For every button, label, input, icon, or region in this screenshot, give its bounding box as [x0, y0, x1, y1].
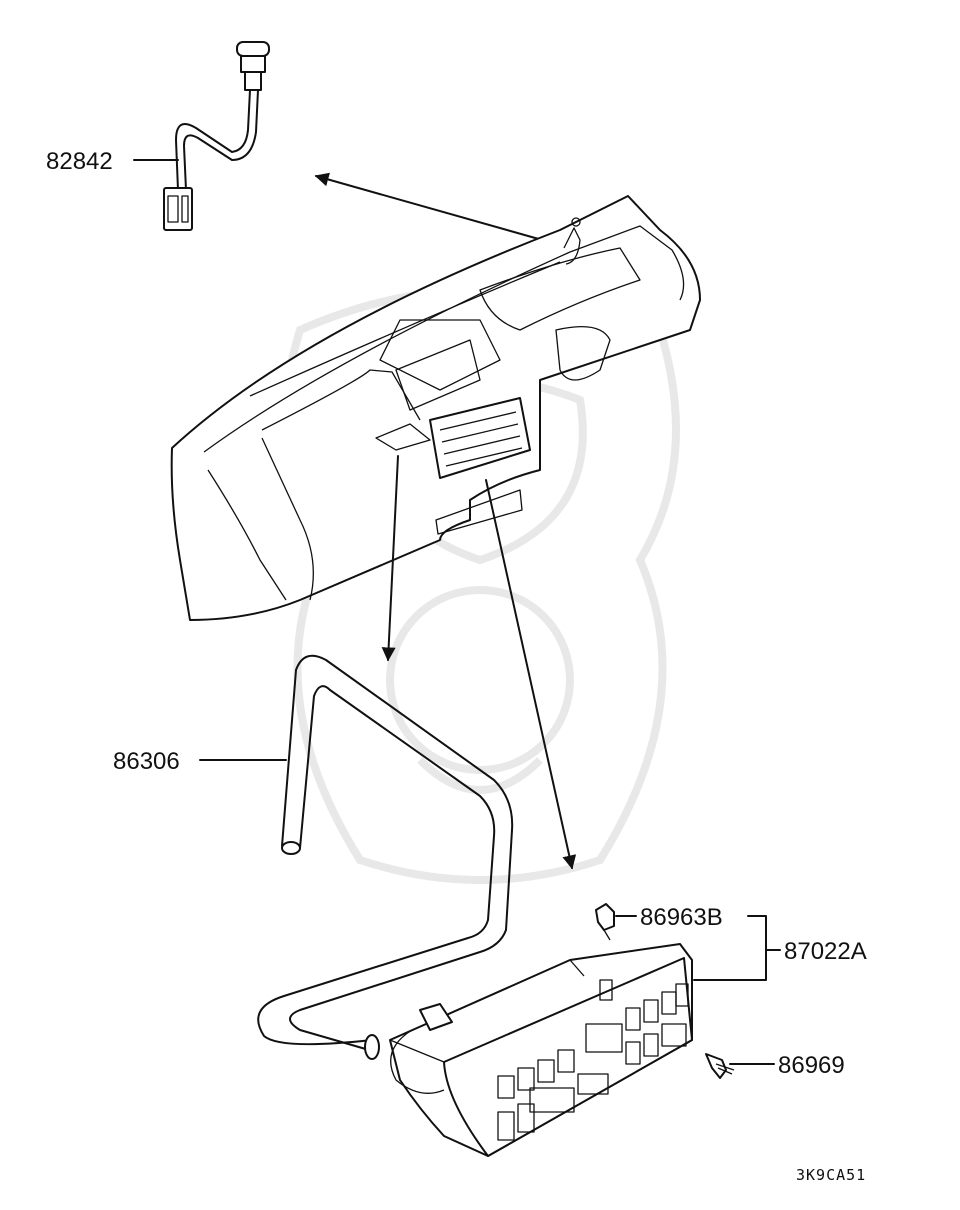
callout-86963B: 86963B — [615, 904, 723, 931]
callout-86306: 86306 — [113, 748, 287, 775]
label-86963B: 86963B — [640, 904, 723, 931]
callout-82842: 82842 — [46, 148, 179, 175]
part-82842-switch-harness — [163, 41, 270, 231]
label-86306: 86306 — [113, 748, 180, 775]
part-86306-hose — [257, 654, 514, 1060]
label-86969: 86969 — [778, 1052, 845, 1079]
arrow-to-86306 — [381, 455, 399, 662]
arrow-to-82842 — [314, 172, 561, 246]
arrow-to-87022A — [485, 479, 577, 870]
callout-86969: 86969 — [729, 1052, 845, 1079]
part-86963B-clip — [595, 903, 615, 941]
label-82842: 82842 — [46, 148, 113, 175]
dashboard-assembly — [170, 195, 701, 621]
label-87022A: 87022A — [784, 938, 867, 965]
part-87022A-control-panel — [389, 943, 693, 1157]
part-86969-screw — [705, 1053, 735, 1079]
callout-87022A: 87022A — [693, 915, 867, 981]
figure-code: 3K9CA51 — [796, 1166, 866, 1184]
